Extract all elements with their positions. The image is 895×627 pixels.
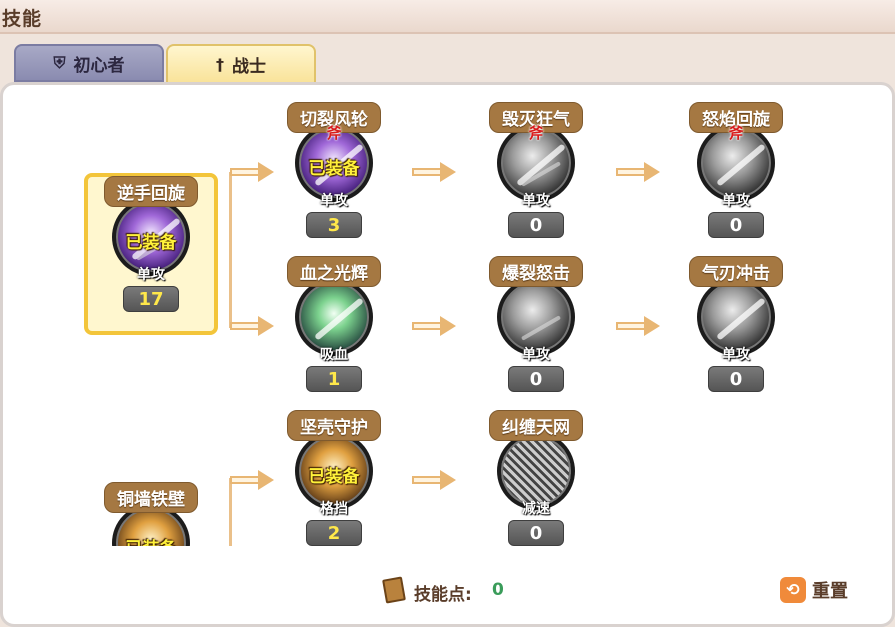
skill-type: 单攻	[522, 347, 550, 363]
skill-name: 血之光辉	[287, 256, 381, 287]
reset-icon: ⟲	[780, 577, 806, 603]
shield-icon: ⛨	[53, 53, 66, 72]
arrow-s2-to-s3	[616, 162, 660, 182]
branch-connector-top	[218, 172, 232, 328]
title-bar: 技能	[0, 0, 895, 34]
tab-warrior[interactable]: † 战士	[166, 44, 316, 82]
equipped-label: 已装备	[308, 467, 360, 487]
skill-level: 0	[508, 212, 564, 238]
skill-name: 爆裂怒击	[489, 256, 583, 287]
skill-type: 单攻	[522, 193, 550, 209]
tab-beginner-label: 初心者	[73, 55, 125, 76]
skill-name: 纠缠天网	[489, 410, 583, 441]
skill-level: 0	[508, 520, 564, 546]
skill-level: 0	[708, 366, 764, 392]
skill-node-s2[interactable]: 毁灭狂气 斧 单攻 0	[476, 102, 596, 242]
skill-level: 1	[306, 366, 362, 392]
book-icon	[382, 576, 406, 604]
skill-name: 气刃冲击	[689, 256, 783, 287]
arrow-root2-to-s7	[230, 470, 274, 490]
axe-requirement-badge: 斧	[528, 124, 544, 142]
skill-level: 17	[123, 286, 179, 312]
skill-type: 单攻	[722, 193, 750, 209]
skill-level: 3	[306, 212, 362, 238]
skill-name: 毁灭狂气	[489, 102, 583, 133]
skill-type: 吸血	[320, 347, 348, 363]
equipped-label: 已装备	[308, 159, 360, 179]
skill-node-s1[interactable]: 切裂风轮 斧 已装备 单攻 3	[274, 102, 394, 242]
skill-name: 怒焰回旋	[689, 102, 783, 133]
skill-name: 切裂风轮	[287, 102, 381, 133]
skill-icon-blade-wave	[697, 278, 775, 356]
skill-icon-shell-guard	[295, 432, 373, 510]
arrow-root1-to-s4	[230, 316, 274, 336]
skill-node-root2[interactable]: 铜墙铁壁 已装备	[91, 482, 211, 546]
arrow-s7-to-s8	[412, 470, 456, 490]
skill-name: 逆手回旋	[104, 176, 198, 207]
skill-node-s7[interactable]: 坚壳守护 已装备 格挡 2	[274, 410, 394, 546]
arrow-root1-to-s1	[230, 162, 274, 182]
arrow-s4-to-s5	[412, 316, 456, 336]
tab-warrior-label: 战士	[232, 56, 266, 77]
skill-node-root1[interactable]: 逆手回旋 已装备 单攻 17	[91, 176, 211, 316]
equipped-label: 已装备	[126, 534, 177, 546]
reset-button[interactable]: ⟲ 重置	[780, 576, 858, 604]
skill-node-s5[interactable]: 爆裂怒击 单攻 0	[476, 256, 596, 396]
axe-requirement-badge: 斧	[326, 124, 342, 142]
skill-level: 2	[306, 520, 362, 546]
skill-type: 减速	[522, 501, 550, 517]
equipped-label: 已装备	[125, 233, 177, 253]
skill-node-s4[interactable]: 血之光辉 吸血 1	[274, 256, 394, 396]
arrow-s5-to-s6	[616, 316, 660, 336]
skill-node-s8[interactable]: 纠缠天网 减速 0	[476, 410, 596, 546]
skill-points-label: 技能点:	[414, 585, 472, 605]
skill-name: 铜墙铁壁	[104, 482, 198, 513]
axe-requirement-badge: 斧	[728, 124, 744, 142]
skill-node-s3[interactable]: 怒焰回旋 斧 单攻 0	[676, 102, 796, 242]
skill-type: 格挡	[320, 501, 348, 517]
skill-points-value: 0	[492, 580, 504, 600]
skill-level: 0	[508, 366, 564, 392]
skill-type: 单攻	[137, 267, 165, 283]
skill-level: 0	[708, 212, 764, 238]
branch-connector-bottom	[218, 478, 232, 546]
window-title: 技能	[2, 8, 43, 30]
skill-name: 坚壳守护	[287, 410, 381, 441]
skill-tree-scroll-area[interactable]: 逆手回旋 已装备 单攻 17 铜墙铁壁 已装备 切裂风轮 斧 已装备 单攻 3 …	[0, 0, 895, 546]
arrow-s1-to-s2	[412, 162, 456, 182]
tab-beginner[interactable]: ⛨ 初心者	[14, 44, 164, 82]
skill-type: 单攻	[320, 193, 348, 209]
sword-icon: †	[216, 54, 224, 74]
skill-node-s6[interactable]: 气刃冲击 单攻 0	[676, 256, 796, 396]
skill-type: 单攻	[722, 347, 750, 363]
reset-label: 重置	[812, 581, 848, 602]
